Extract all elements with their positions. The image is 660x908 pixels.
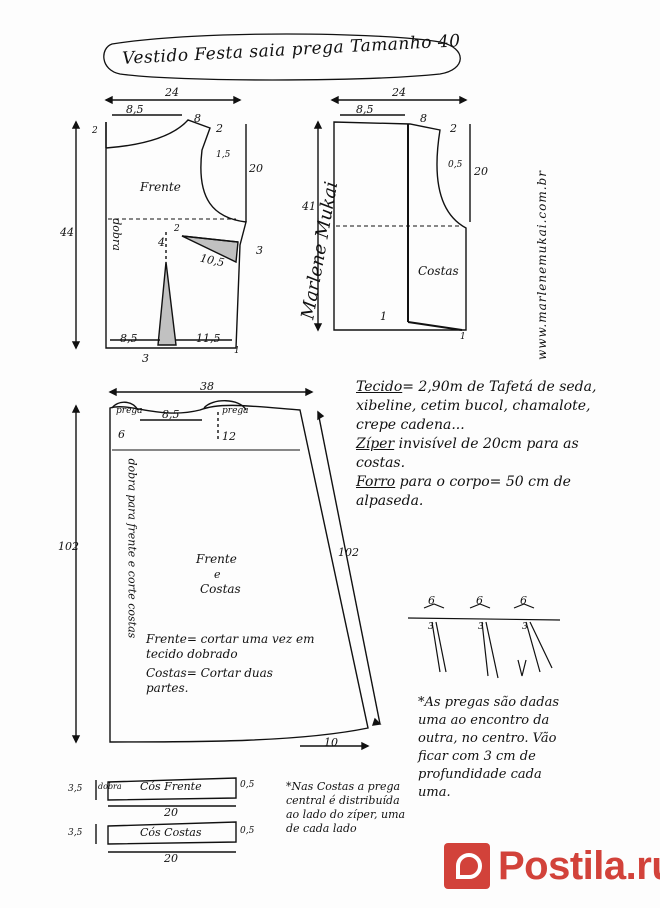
back-armhole-depth-label: 20 — [474, 165, 488, 178]
back-bodice-name: Costas — [418, 264, 459, 278]
brand-text: Postila.ru — [498, 843, 660, 888]
front-dart-side-a-label: 2 — [174, 224, 180, 234]
back-shoulder-label: 8 — [420, 112, 427, 125]
skirt-name-line2: e — [214, 568, 221, 581]
pleat-depth-2: 3 — [478, 622, 484, 632]
skirt-cut-back-note: Costas= Cortar duas partes. — [146, 666, 273, 695]
waistband-back-name: Cós Costas — [140, 826, 202, 839]
skirt-gap-label: 8,5 — [162, 408, 180, 421]
pleat-size-2: 6 — [476, 594, 483, 607]
front-length-label: 44 — [60, 226, 74, 239]
skirt-pleat-a-size: 6 — [118, 428, 125, 441]
back-length-label: 41 — [302, 200, 316, 213]
waistband-front-height: 3,5 — [68, 784, 83, 794]
pleat-size-1: 6 — [428, 594, 435, 607]
back-note: *Nas Costas a prega central é distribuíd… — [286, 780, 406, 835]
fabric-text: = 2,90m de Tafetá de seda, xibeline, cet… — [356, 379, 597, 433]
zip-label: Zíper — [356, 436, 395, 452]
postila-logo-icon — [444, 843, 490, 889]
pleat-diagram — [407, 603, 561, 679]
front-width-label: 24 — [165, 86, 179, 99]
front-dart-bottom-label: 3 — [142, 352, 149, 365]
zip-text: invisível de 20cm para as costas. — [356, 436, 579, 471]
back-neck-depth-label: 0,5 — [448, 160, 463, 170]
material-notes: Tecido= 2,90m de Tafetá de seda, xibelin… — [356, 378, 616, 511]
front-dart-side-b-label: 3 — [256, 244, 263, 257]
skirt-name-line3: Costas — [200, 582, 241, 596]
pleat-size-3: 6 — [520, 594, 527, 607]
skirt-hem-extension-label: 10 — [324, 736, 338, 749]
front-shoulder-offset-label: 8,5 — [126, 103, 144, 116]
waistband-front-name: Cós Frente — [140, 780, 202, 793]
brand-watermark[interactable]: Postila.ru — [444, 838, 660, 894]
waistband-front-fold: dobra — [98, 782, 122, 791]
skirt-pleat-b-label: prega — [222, 406, 249, 416]
skirt-fold-note: dobra para frente e corte costas — [125, 458, 139, 639]
waistband-back-edge: 0,5 — [240, 826, 255, 836]
skirt-side-length-label: 102 — [338, 546, 359, 559]
waistbands — [95, 777, 237, 853]
skirt-length-label: 102 — [58, 540, 79, 553]
back-shoulder-drop-label: 2 — [450, 122, 457, 135]
front-fold-label: dobra — [109, 218, 123, 251]
front-bodice-name: Frente — [140, 180, 181, 194]
front-waist-left-label: 8,5 — [120, 332, 138, 345]
pleat-note: *As pregas são dadas uma ao encontro da … — [418, 695, 559, 800]
front-dart-top-label: 4 — [158, 236, 165, 249]
skirt-cut-front-note: Frente= cortar uma vez em tecido dobrado — [146, 632, 315, 661]
waistband-back-length: 20 — [164, 852, 178, 865]
back-bodice-piece — [313, 95, 471, 332]
front-edge-label: 1 — [234, 346, 240, 356]
front-armhole-depth-label: 20 — [249, 162, 263, 175]
back-edge-label: 1 — [460, 332, 466, 342]
front-waist-right-label: 11,5 — [196, 332, 221, 345]
skirt-piece — [71, 387, 382, 751]
lining-text: para o corpo= 50 cm de alpaseda. — [356, 474, 571, 509]
lining-label: Forro — [356, 474, 396, 490]
front-neck-top-label: 2 — [92, 126, 98, 136]
website-watermark: www.marlenemukai.com.br — [535, 170, 549, 360]
pleat-depth-3: 3 — [522, 622, 528, 632]
waistband-front-length: 20 — [164, 806, 178, 819]
fabric-label: Tecido — [356, 379, 403, 395]
back-hem-mark-label: 1 — [380, 310, 387, 323]
back-shoulder-offset-label: 8,5 — [356, 103, 374, 116]
pleat-depth-1: 3 — [428, 622, 434, 632]
skirt-name-line1: Frente — [196, 552, 237, 566]
skirt-pleat-b-size: 12 — [222, 430, 236, 443]
front-shoulder-drop-label: 2 — [216, 122, 223, 135]
back-width-label: 24 — [392, 86, 406, 99]
waistband-back-height: 3,5 — [68, 828, 83, 838]
skirt-width-label: 38 — [200, 380, 214, 393]
front-shoulder-label: 8 — [194, 112, 201, 125]
front-bodice-piece — [71, 95, 247, 350]
skirt-pleat-a-label: prega — [116, 406, 143, 416]
front-neck-depth-label: 1,5 — [216, 150, 231, 160]
waistband-front-edge: 0,5 — [240, 780, 255, 790]
